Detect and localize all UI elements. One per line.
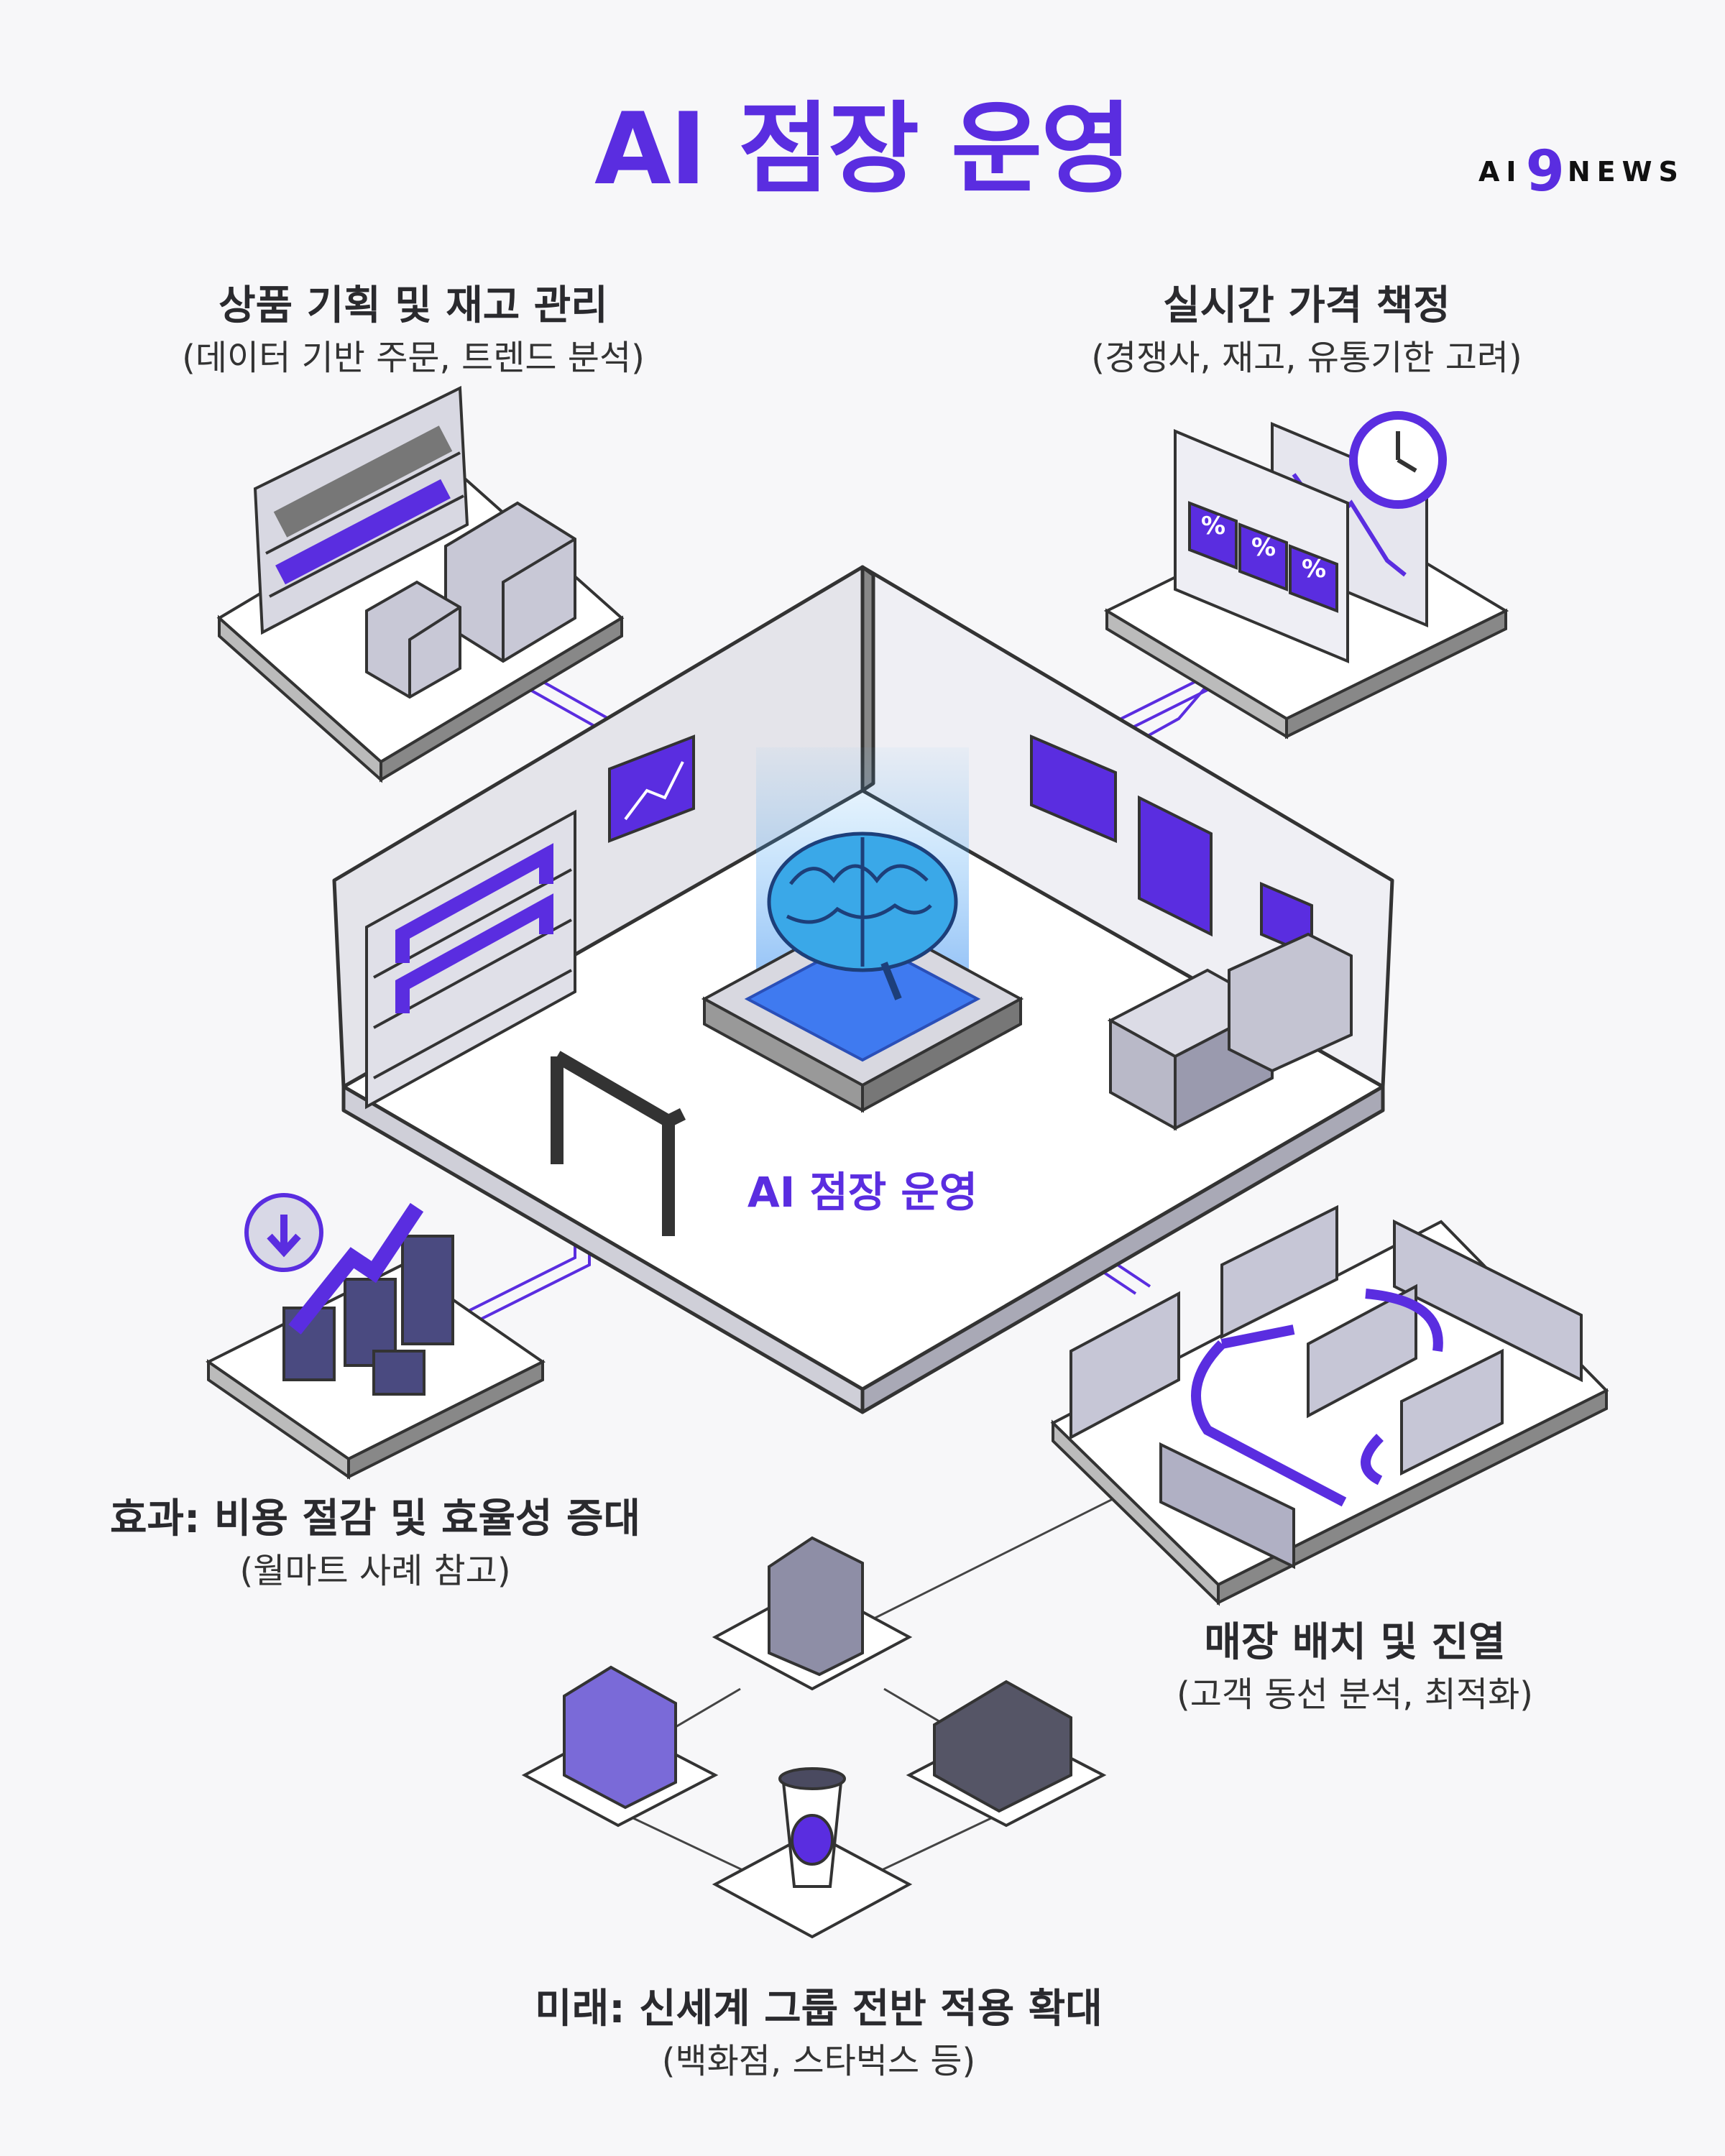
effect-title: 효과: 비용 절감 및 효율성 증대 — [109, 1496, 641, 1542]
planning-subtitle: (데이터 기반 주문, 트렌드 분석) — [182, 338, 645, 378]
price-tag-label: % — [1251, 533, 1276, 562]
price-tag-label: % — [1200, 512, 1226, 540]
logo-nine: 9 — [1525, 139, 1565, 204]
pricing-subtitle: (경쟁사, 재고, 유통기한 고려) — [1091, 338, 1522, 378]
pricing-title: 실시간 가격 책정 — [1163, 282, 1450, 329]
future-subtitle: (백화점, 스타벅스 등) — [661, 2041, 976, 2081]
inventory-platform — [216, 385, 625, 783]
page-title: AI 점장 운영 — [594, 91, 1132, 207]
effect-subtitle: (월마트 사례 참고) — [239, 1551, 511, 1591]
wall-screens — [365, 734, 1353, 1236]
logo-suffix: NEWS — [1567, 156, 1685, 188]
layout-title: 매장 배치 및 진열 — [1204, 1619, 1506, 1666]
logo-prefix: AI — [1478, 156, 1523, 188]
planning-title: 상품 기획 및 재고 관리 — [218, 282, 608, 329]
price-tag-label: % — [1301, 555, 1327, 584]
store-layout-platform — [1050, 1204, 1609, 1606]
pricing-platform — [1103, 411, 1509, 740]
center-label: AI 점장 운영 — [747, 1168, 978, 1217]
future-title: 미래: 신세계 그룹 전반 적용 확대 — [535, 1986, 1103, 2032]
ai9news-logo: AI 9 NEWS — [1478, 144, 1685, 200]
brain-icon — [767, 831, 958, 1000]
layout-subtitle: (고객 동선 분석, 최적화) — [1177, 1674, 1533, 1715]
future-platforms — [521, 1536, 1107, 1939]
cost-savings-platform — [206, 1193, 546, 1480]
